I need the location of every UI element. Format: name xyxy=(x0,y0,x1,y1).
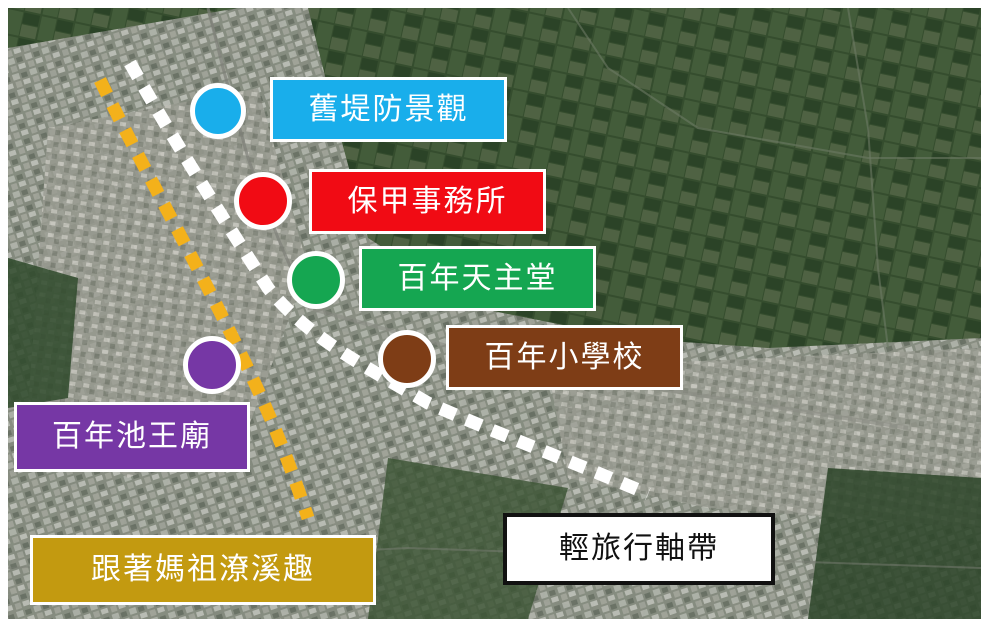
catholic-church-marker[interactable] xyxy=(287,251,345,309)
old-embankment-label[interactable]: 舊堤防景觀 xyxy=(270,77,507,142)
baojia-office-label[interactable]: 保甲事務所 xyxy=(309,169,546,234)
old-embankment-marker[interactable] xyxy=(190,83,246,139)
light-travel-belt-line xyxy=(124,59,651,500)
mazu-route-line xyxy=(94,77,315,521)
mazu-route-label[interactable]: 跟著媽祖潦溪趣 xyxy=(30,535,376,605)
light-travel-belt-label[interactable]: 輕旅行軸帶 xyxy=(503,513,775,585)
chiwang-temple-label[interactable]: 百年池王廟 xyxy=(14,402,250,472)
primary-school-marker[interactable] xyxy=(378,330,436,388)
baojia-office-marker[interactable] xyxy=(234,172,292,230)
catholic-church-label[interactable]: 百年天主堂 xyxy=(359,246,596,311)
chiwang-temple-marker[interactable] xyxy=(183,336,241,394)
primary-school-label[interactable]: 百年小學校 xyxy=(446,325,683,390)
